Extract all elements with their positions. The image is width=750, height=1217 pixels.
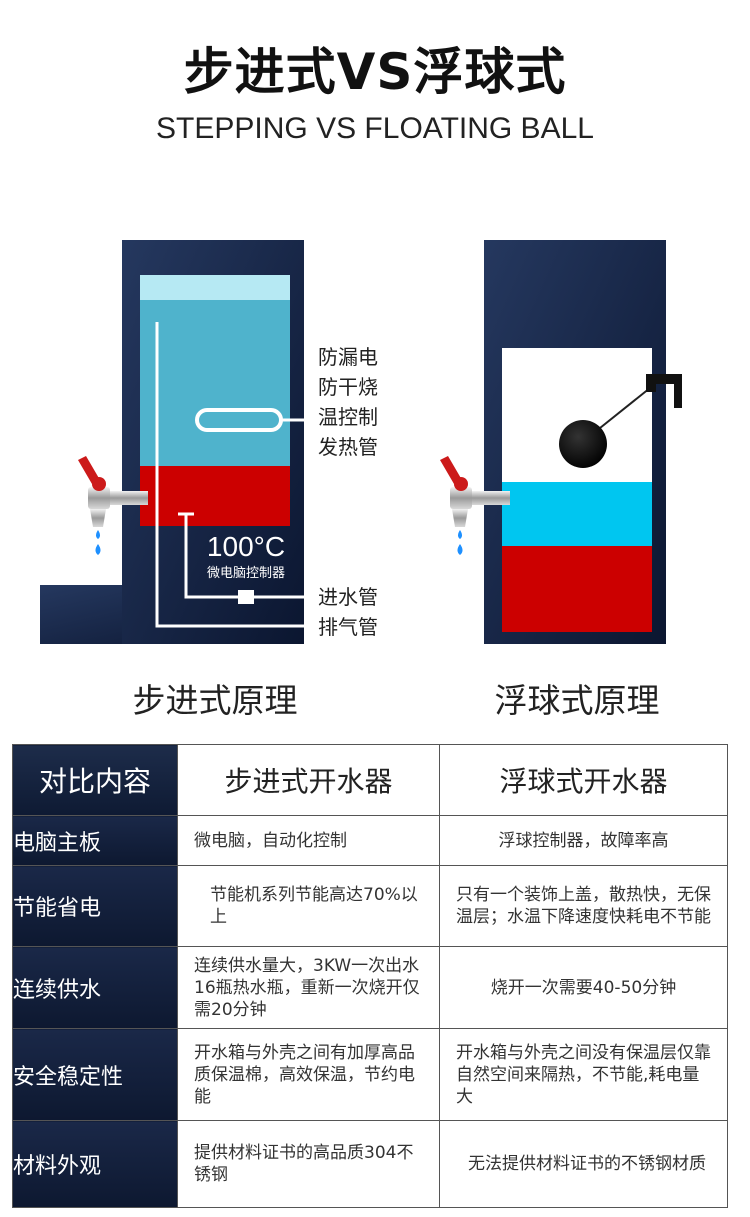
floating-cell: 浮球控制器，故障率高 [439,815,728,866]
water-drop-icon [95,544,101,555]
faucet-body [450,487,472,509]
row-label: 连续供水 [12,946,178,1029]
faucet-nozzle [90,509,106,527]
comparison-diagram: 防漏电 防干烧 温控制 发热管 100°C 微电脑控制器 进水管 排气管 [40,240,682,644]
faucet-spout-arm [470,491,510,505]
faucet-body [88,487,110,509]
cell-text: 浮球控制器，故障率高 [498,830,669,851]
label-anti-leak: 防漏电 [318,345,378,369]
faucet-knob [454,477,468,491]
left-faucet [78,456,148,555]
cell-text: 开水箱与外壳之间没有保温层仅靠自然空间来隔热，不节能,耗电量大 [456,1042,711,1107]
floating-cell: 烧开一次需要40-50分钟 [439,946,728,1029]
label-inlet-pipe: 进水管 [318,585,378,609]
cell-text: 开水箱与外壳之间有加厚高品质保温棉，高效保温，节约电能 [194,1042,415,1107]
stepping-cell: 微电脑，自动化控制 [177,815,440,866]
water-drop-icon [458,530,462,539]
hot-water-layer [140,466,290,526]
row-label: 节能省电 [12,865,178,947]
header-floating: 浮球式开水器 [439,744,728,816]
faucet-nozzle [452,509,468,527]
table-row: 连续供水 连续供水量大，3KW一次出水16瓶热水瓶，重新一次烧开仅需20分钟 烧… [12,946,728,1029]
comparison-table: 对比内容 步进式开水器 浮球式开水器 电脑主板 微电脑，自动化控制 浮球控制器，… [12,744,728,1208]
table-row: 电脑主板 微电脑，自动化控制 浮球控制器，故障率高 [12,815,728,866]
cell-text: 提供材料证书的高品质304不锈钢 [194,1143,414,1185]
row-label: 安全稳定性 [12,1028,178,1121]
table-row: 节能省电 节能机系列节能高达70%以上 只有一个装饰上盖，散热快，无保温层；水温… [12,865,728,947]
inlet-valve [238,590,254,604]
water-drop-icon [96,530,100,539]
table-row: 安全稳定性 开水箱与外壳之间有加厚高品质保温棉，高效保温，节约电能 开水箱与外壳… [12,1028,728,1121]
temperature-readout: 100°C [207,531,285,562]
cold-water-layer [502,482,652,546]
label-anti-dry: 防干烧 [318,375,378,399]
stepping-cell: 连续供水量大，3KW一次出水16瓶热水瓶，重新一次烧开仅需20分钟 [177,946,440,1029]
cell-text: 烧开一次需要40-50分钟 [490,977,677,998]
float-valve [646,374,682,408]
controller-label: 微电脑控制器 [207,566,285,581]
floating-cell: 只有一个装饰上盖，散热快，无保温层；水温下降速度快耗电不节能 [439,865,728,947]
faucet-handle [78,456,100,484]
faucet-spout-arm [108,491,148,505]
faucet-handle [440,456,462,484]
stepping-cell: 提供材料证书的高品质304不锈钢 [177,1120,440,1208]
row-label: 电脑主板 [12,815,178,866]
table-header-row: 对比内容 步进式开水器 浮球式开水器 [12,744,728,816]
cell-text: 节能机系列节能高达70%以上 [210,885,418,927]
top-water-layer [140,275,290,300]
stepping-cabinet [40,240,312,644]
left-caption: 步进式原理 [132,681,298,720]
row-label: 材料外观 [12,1120,178,1208]
page-title: 步进式VS浮球式 [183,43,567,101]
faucet-knob [92,477,106,491]
hot-water-layer [502,546,652,632]
header-compare: 对比内容 [12,744,178,816]
water-drop-icon [457,544,463,555]
table-row: 材料外观 提供材料证书的高品质304不锈钢 无法提供材料证书的不锈钢材质 [12,1120,728,1208]
cell-text: 微电脑，自动化控制 [194,830,347,851]
label-temp-control: 温控制 [318,405,378,429]
cell-text: 连续供水量大，3KW一次出水16瓶热水瓶，重新一次烧开仅需20分钟 [194,955,420,1020]
floating-cabinet [484,240,682,644]
stepping-cell: 节能机系列节能高达70%以上 [177,865,440,947]
float-arm [599,383,656,429]
float-ball [559,420,607,468]
label-exhaust-pipe: 排气管 [318,615,378,639]
inlet-pipe [184,514,312,599]
right-faucet [440,456,510,555]
page-subtitle: STEPPING VS FLOATING BALL [156,112,594,145]
stepping-cell: 开水箱与外壳之间有加厚高品质保温棉，高效保温，节约电能 [177,1028,440,1121]
exhaust-pipe [155,322,312,628]
floating-cell: 开水箱与外壳之间没有保温层仅靠自然空间来隔热，不节能,耗电量大 [439,1028,728,1121]
label-heating-tube: 发热管 [318,435,378,459]
header-stepping: 步进式开水器 [177,744,440,816]
cell-text: 只有一个装饰上盖，散热快，无保温层；水温下降速度快耗电不节能 [456,885,711,927]
cell-text: 无法提供材料证书的不锈钢材质 [468,1154,706,1174]
floating-cell: 无法提供材料证书的不锈钢材质 [439,1120,728,1208]
warm-water-layer [140,300,290,466]
right-caption: 浮球式原理 [494,681,660,720]
